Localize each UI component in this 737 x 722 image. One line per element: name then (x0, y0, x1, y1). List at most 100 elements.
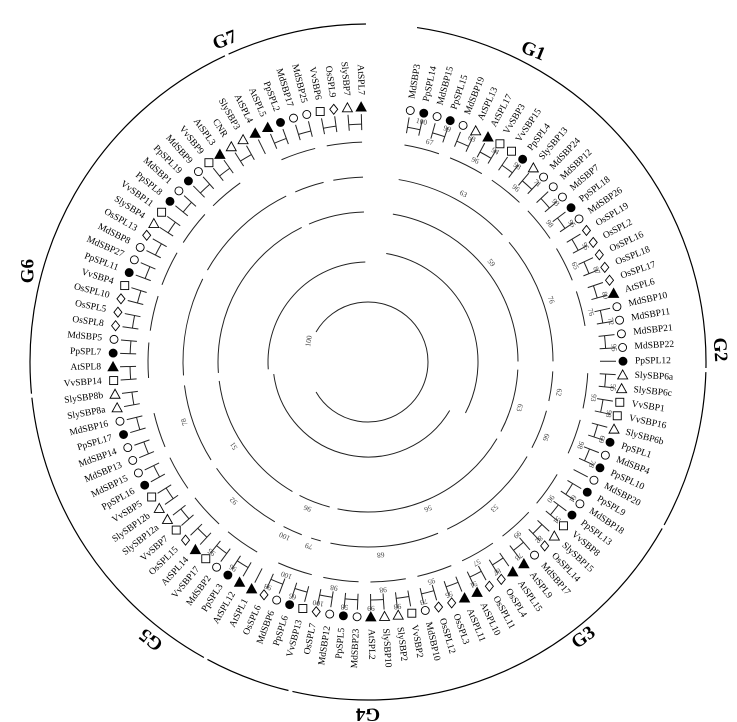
leaf-label: SlySBP6c (633, 385, 672, 399)
root-bootstrap: 100 (303, 334, 314, 347)
leaf-label: SlySBP8b (64, 391, 104, 406)
leaf-marker-filled-circle (124, 268, 134, 278)
bootstrap-value: 95 (609, 344, 619, 352)
bootstrap-value: 100 (312, 598, 325, 609)
tree-branch (129, 366, 132, 380)
tree-branch (604, 335, 607, 349)
group-label-g7: G7 (210, 26, 241, 55)
leaf-marker-filled-circle (518, 154, 528, 164)
leaf-marker-diamond (600, 261, 610, 274)
tree-branch (281, 147, 316, 161)
bootstrap-value: 71 (532, 177, 544, 189)
tip-branch (583, 269, 599, 277)
leaf-marker-circle (128, 455, 138, 465)
tree-branch (344, 598, 358, 601)
leaf-marker-diamond (329, 103, 339, 116)
tree-branch (308, 211, 364, 225)
leaf-marker-circle (272, 595, 282, 605)
group-label-g5: G5 (135, 624, 167, 655)
group-label-g4: G4 (355, 704, 380, 722)
tree-branch (212, 182, 241, 207)
leaf-marker-circle (123, 443, 133, 453)
tree-branch (182, 201, 192, 213)
tip-branch (477, 565, 487, 581)
leaf-marker-triangle (469, 124, 482, 136)
tip-branch (242, 562, 252, 577)
tree-branch (295, 181, 324, 193)
tree-branch (540, 198, 550, 209)
bootstrap-value: 98 (329, 583, 338, 593)
tree-branch (194, 497, 220, 525)
leaf-marker-diamond (588, 236, 598, 249)
leaf-label: PpSPL7 (70, 347, 102, 358)
leaf-marker-square (558, 521, 568, 531)
tip-branch (278, 578, 286, 594)
bootstrap-value: 100 (279, 569, 293, 581)
tip-branch (597, 398, 613, 402)
tree-branch (267, 261, 366, 370)
leaf-marker-diamond (116, 293, 126, 305)
tip-branch (382, 593, 385, 610)
leaf-label: VvSBP1 (631, 399, 666, 414)
leaf-marker-circle (135, 242, 145, 252)
leaf-marker-filled-triangle (518, 557, 530, 569)
leaf-label: MdSBP3 (408, 63, 424, 99)
tip-branch (146, 250, 161, 259)
tip-branch (466, 571, 475, 587)
leaf-marker-triangle (109, 388, 121, 399)
leaf-label: OsSPL7 (303, 622, 319, 655)
tip-branch (124, 313, 141, 318)
leaf-marker-filled-circle (183, 176, 193, 186)
bootstrap-value: 65 (287, 591, 297, 602)
tip-branch (405, 117, 410, 134)
bootstrap-value: 78 (179, 417, 190, 427)
tree-branch (333, 176, 364, 181)
tip-branch (583, 446, 600, 454)
tip-branch (199, 532, 212, 545)
tree-branch (337, 438, 498, 513)
bootstrap-value: 53 (489, 503, 501, 515)
leaf-marker-triangle (615, 382, 628, 394)
root-arc (315, 301, 429, 423)
leaf-label: AtSPL6 (624, 277, 656, 295)
tip-branch (476, 142, 486, 158)
leaf-marker-filled-circle (566, 203, 576, 213)
tip-branch (572, 245, 588, 254)
tip-branch (537, 520, 550, 532)
tip-branch (455, 576, 463, 592)
tip-branch (321, 118, 325, 135)
tree-branch (501, 164, 513, 174)
tree-branch (330, 532, 439, 548)
tip-branch (594, 307, 611, 313)
tip-branch (465, 136, 474, 152)
leaf-marker-diamond (447, 597, 457, 609)
tip-branch (407, 590, 412, 607)
leaf-marker-circle (548, 182, 558, 192)
leaf-marker-circle (420, 606, 430, 615)
tip-branch (139, 451, 155, 459)
tree-branch (398, 179, 503, 236)
bootstrap-value: 80 (600, 290, 611, 300)
bootstrap-value: 96 (510, 182, 522, 194)
leaf-marker-diamond (259, 589, 269, 601)
group-arc-g1 (416, 26, 707, 369)
tree-branch (407, 126, 421, 131)
leaf-marker-triangle (608, 423, 620, 434)
leaf-marker-filled-triangle (107, 360, 119, 372)
tip-branch (330, 591, 334, 608)
tree-branch (500, 369, 519, 432)
leaf-marker-circle (302, 110, 312, 119)
leaf-marker-square (507, 146, 516, 156)
tree-branch (396, 595, 409, 599)
tree-branch (131, 315, 136, 329)
tree-branch (421, 590, 435, 595)
leaf-label: MdSBP11 (631, 307, 672, 323)
bootstrap-value: 65 (569, 260, 581, 271)
tip-branch (591, 422, 608, 428)
leaf-label: AtSPL8 (70, 362, 101, 373)
bootstrap-value: 66 (541, 432, 552, 443)
tip-branch (246, 145, 255, 160)
leaf-label: SlySBP10 (380, 628, 393, 668)
leaf-label: OsSPL5 (74, 299, 107, 315)
tree-branch (169, 457, 189, 489)
